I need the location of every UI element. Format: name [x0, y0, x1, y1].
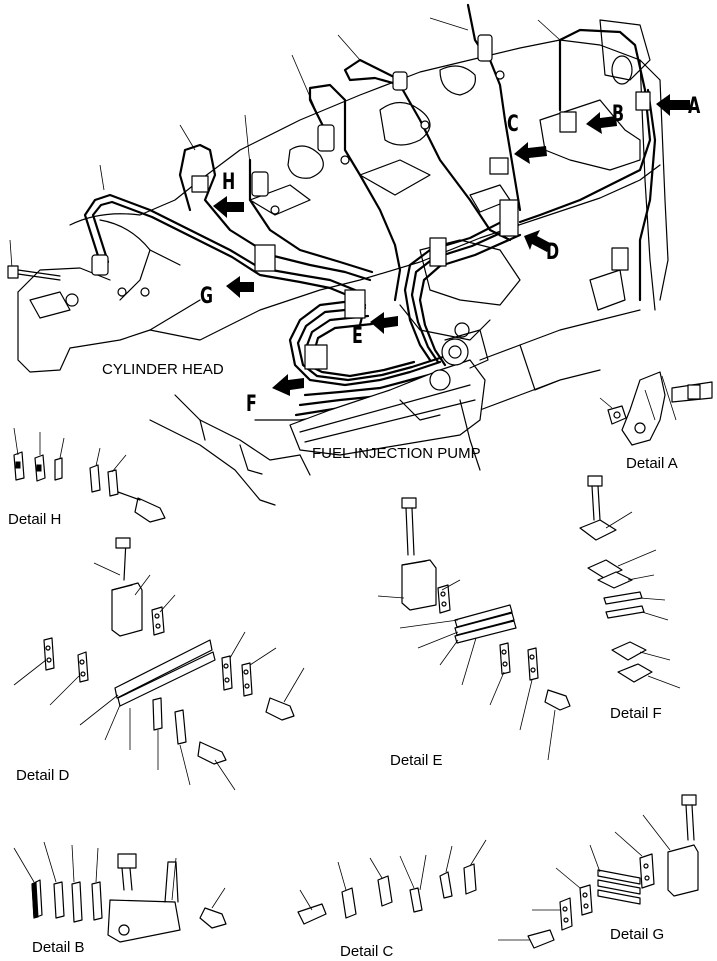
arrow-g	[226, 276, 254, 298]
detail-f-label: Detail F	[610, 705, 662, 722]
cylinder-head-label: CYLINDER HEAD	[102, 361, 224, 378]
callout-letter-f: F	[246, 392, 257, 417]
leader-lines	[9, 17, 561, 269]
detail-d-label: Detail D	[16, 767, 70, 784]
arrow-f	[272, 374, 304, 396]
callout-letter-a: A	[688, 94, 701, 119]
fuel-injection-pump-label: FUEL INJECTION PUMP	[312, 445, 481, 462]
arrow-h	[213, 196, 244, 218]
line-clamps	[191, 91, 651, 370]
detail-c-label: Detail C	[340, 943, 394, 960]
arrow-c	[514, 142, 547, 164]
callout-letter-c: C	[507, 112, 519, 137]
detail-d-parts	[13, 537, 305, 791]
injectors	[91, 34, 505, 297]
arrow-a	[656, 94, 690, 116]
callout-arrows	[213, 94, 690, 396]
detail-g-label: Detail G	[610, 926, 665, 943]
engine-outline	[17, 19, 669, 506]
injection-pump	[289, 322, 489, 471]
callout-letter-d: D	[546, 240, 560, 265]
detail-e-parts	[377, 497, 571, 761]
detail-e-label: Detail E	[390, 752, 443, 769]
detail-h-parts	[13, 427, 166, 523]
detail-c-parts	[297, 839, 487, 925]
detail-g-parts	[498, 794, 699, 949]
detail-h-label: Detail H	[8, 511, 62, 528]
callout-letter-g: G	[200, 284, 214, 309]
arrow-d	[524, 230, 552, 252]
detail-a-parts	[599, 371, 713, 446]
detail-b-parts	[13, 841, 227, 943]
callout-letter-h: H	[222, 170, 236, 195]
detail-a-label: Detail A	[626, 455, 678, 472]
arrow-b	[586, 112, 617, 134]
bolt-top-left	[7, 265, 61, 281]
detail-f-parts	[579, 475, 681, 689]
callout-letter-b: B	[612, 102, 625, 127]
arrow-e	[370, 312, 398, 334]
callout-letter-e: E	[352, 324, 363, 349]
detail-b-label: Detail B	[32, 939, 85, 956]
